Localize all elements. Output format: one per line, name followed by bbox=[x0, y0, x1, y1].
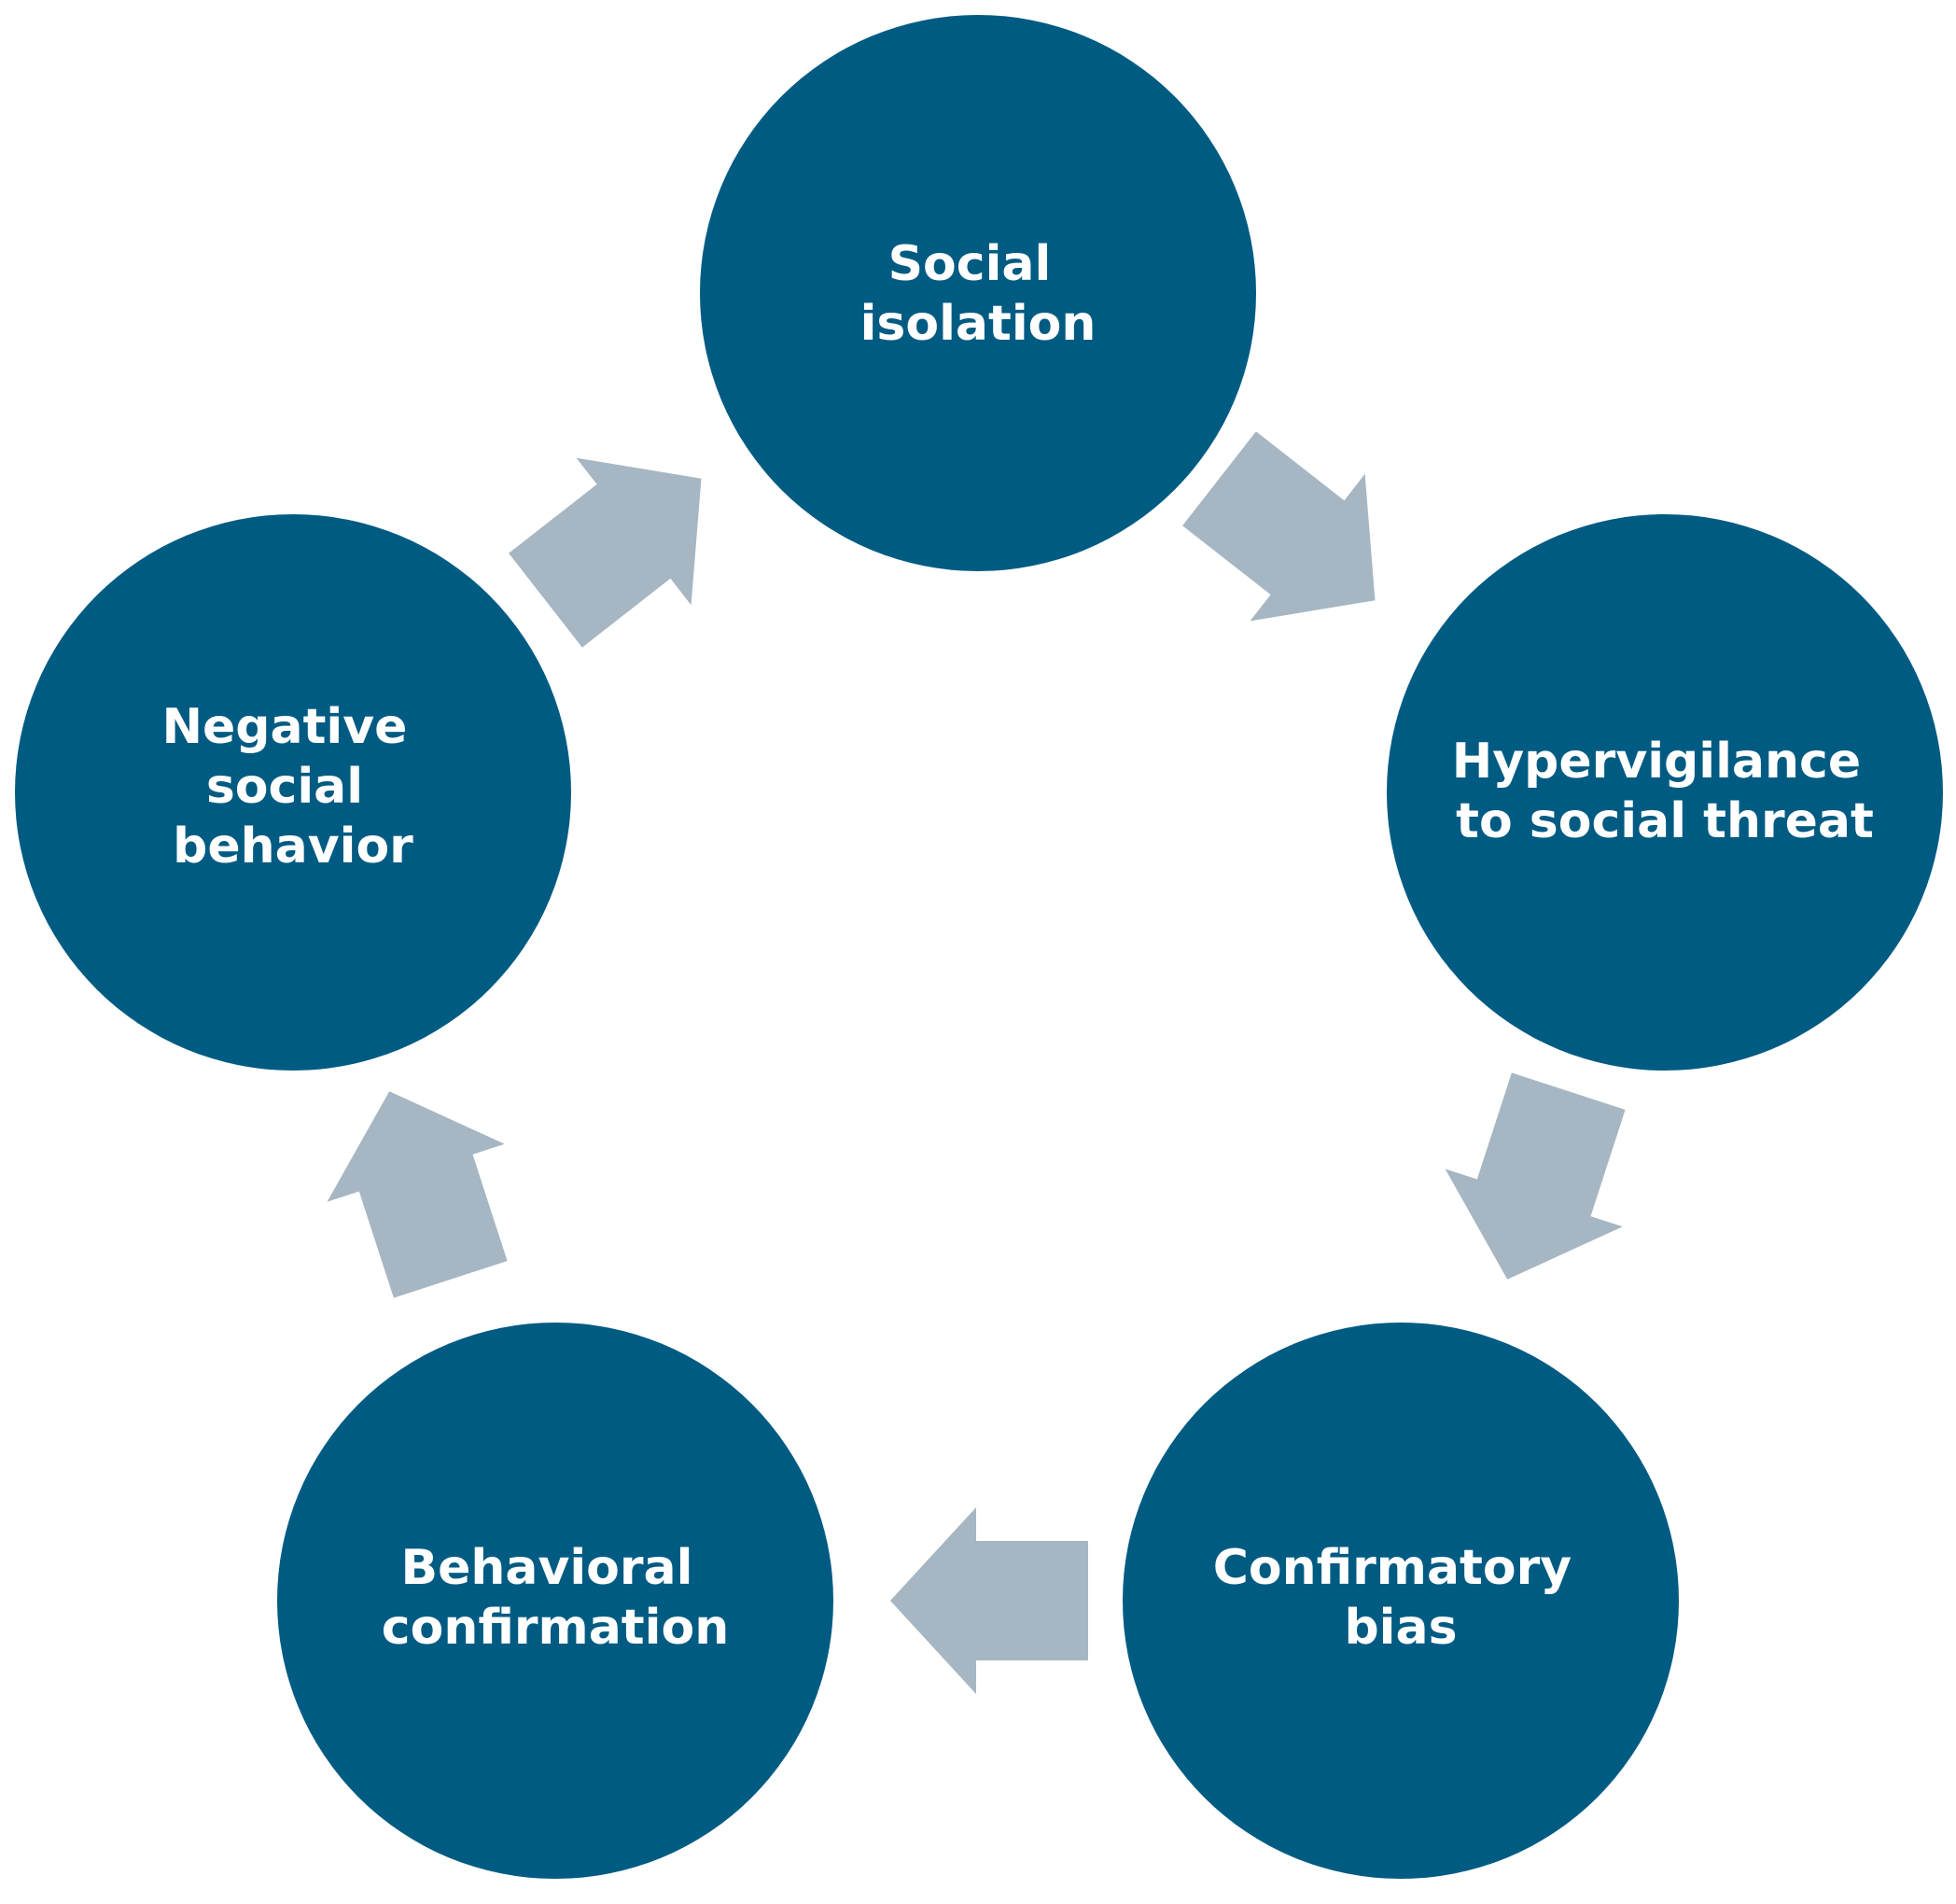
node-label: Negative social behavior bbox=[161, 699, 424, 875]
node-circle bbox=[277, 1323, 833, 1879]
node-label: Confirmatory bias bbox=[1213, 1540, 1589, 1656]
node-label-line: Behavioral bbox=[400, 1540, 692, 1596]
node-label-line: Negative bbox=[161, 699, 407, 755]
node-circle bbox=[15, 514, 571, 1071]
arrow-hypervigilance-to-confirmatory-bias bbox=[1445, 1072, 1626, 1280]
node-label: Social isolation bbox=[860, 236, 1097, 352]
node-hypervigilance: Hypervigilance to social threat bbox=[1387, 514, 1943, 1071]
node-label-line: to social threat bbox=[1456, 793, 1874, 849]
node-label-line: Hypervigilance bbox=[1452, 734, 1861, 790]
node-label-line: isolation bbox=[860, 296, 1097, 352]
arrow-behavioral-confirmation-to-negative-social-behavior bbox=[327, 1091, 508, 1298]
node-label-line: Confirmatory bbox=[1213, 1540, 1572, 1596]
node-circle bbox=[1123, 1323, 1679, 1879]
arrow-negative-social-behavior-to-social-isolation bbox=[509, 457, 702, 648]
node-label-line: social bbox=[206, 759, 363, 815]
node-label-line: confirmation bbox=[382, 1600, 729, 1656]
node-confirmatory-bias: Confirmatory bias bbox=[1123, 1323, 1679, 1879]
node-label-line: behavior bbox=[173, 819, 413, 875]
node-social-isolation: Social isolation bbox=[700, 15, 1256, 571]
arrow-confirmatory-bias-to-behavioral-confirmation bbox=[890, 1507, 1088, 1694]
arrow-social-isolation-to-hypervigilance bbox=[1182, 431, 1376, 622]
node-label-line: bias bbox=[1344, 1600, 1457, 1656]
node-negative-social-behavior: Negative social behavior bbox=[15, 514, 571, 1071]
node-label-line: Social bbox=[888, 236, 1052, 292]
node-label: Hypervigilance to social threat bbox=[1452, 734, 1878, 849]
node-behavioral-confirmation: Behavioral confirmation bbox=[277, 1323, 833, 1879]
node-label: Behavioral confirmation bbox=[382, 1540, 729, 1656]
node-circle bbox=[700, 15, 1256, 571]
node-circle bbox=[1387, 514, 1943, 1071]
